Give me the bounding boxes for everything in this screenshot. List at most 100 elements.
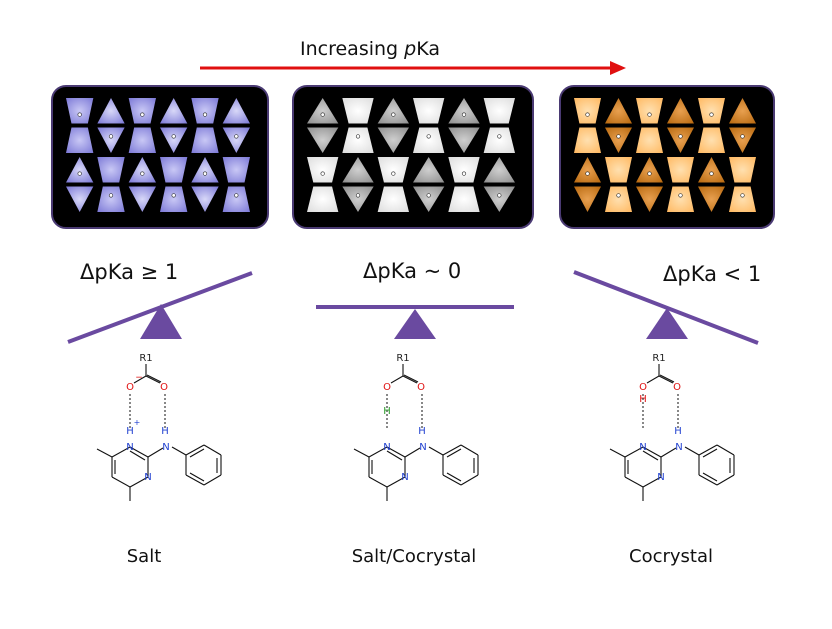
lattice-trapezoid [605,157,632,183]
lattice-dot [678,134,683,139]
lattice-triangle [574,157,601,183]
bond [146,374,162,383]
lattice-triangle [605,98,632,124]
lattice-trapezoid [222,186,250,212]
bond [658,375,674,384]
bond [111,446,131,458]
delta-pka-salt-cocrystal: ΔpKa ~ 0 [363,259,462,283]
lattice-trapezoid [729,186,756,212]
seesaw-salt [67,271,253,344]
lattice-dot [461,112,467,117]
bond [353,448,370,458]
bond [716,444,735,456]
amine-hydrogen: H [674,426,682,437]
bond [111,476,131,488]
lattice-trapezoid [605,186,632,212]
bond [624,476,644,488]
lattice-triangle [448,127,480,153]
oxygen-right: O [673,382,681,393]
pyrimidine-n3: N [657,472,664,483]
bond [129,450,146,461]
bond [386,446,406,458]
lattice-dot [202,112,208,117]
pyrimidine-n1: N [639,442,646,453]
n-hydrogen: H [126,426,134,437]
bond [189,472,205,482]
lattice-dot [426,193,431,198]
lattice-triangle [729,98,756,124]
bond [460,444,479,456]
lattice-dot [355,193,361,198]
lattice-dot [234,193,239,198]
bond [203,444,222,456]
bond [702,448,718,458]
lattice-trapezoid [636,98,663,124]
lattice-trapezoid [483,127,515,153]
oxygen-right: O [160,382,168,393]
lattice-dot [647,171,652,176]
case-label-cocrystal: Cocrystal [629,546,713,567]
bond [129,476,149,488]
lattice-dot [497,134,502,139]
lattice-triangle [605,127,632,153]
lattice-triangle [698,157,725,183]
bond [386,450,403,461]
lattice-trapezoid [448,157,480,183]
lattice-trapezoid [729,157,756,183]
bond [698,444,718,456]
bond [368,476,388,488]
lattice-trapezoid [667,157,694,183]
bond [404,447,421,458]
bond [702,472,718,482]
lattice-dot [740,193,745,198]
lattice-trapezoid [307,157,339,183]
lattice-triangle [377,98,409,124]
bond [402,375,418,384]
lattice-triangle [377,127,409,153]
lattice-dot [709,112,714,117]
lattice-dot [709,171,714,176]
amine-nitrogen: N [162,442,169,453]
lattice-triangle [160,127,188,153]
case-label-salt: Salt [126,546,162,567]
lattice-trapezoid [574,127,601,153]
bond [659,374,675,383]
lattice-dot [740,134,745,139]
lattice-triangle [128,157,156,183]
bond [442,444,462,456]
lattice-dot [108,134,114,139]
lattice-triangle [191,186,219,212]
lattice-dot [585,171,590,176]
salt-cocrystal-crystal-panel [292,85,534,229]
lattice-triangle [483,157,515,183]
bond [642,450,659,461]
bond [133,375,147,384]
lattice-trapezoid [191,127,219,153]
bond [446,472,462,482]
bond [96,448,113,458]
lattice-dot [77,171,82,176]
lattice-trapezoid [448,186,480,212]
bond [147,447,164,458]
bond [185,474,205,486]
lattice-trapezoid [483,98,515,124]
salt-crystal-panel [51,85,269,229]
lattice-trapezoid [698,98,725,124]
bond [171,446,187,456]
lattice-dot [647,112,652,117]
lattice-triangle [448,98,480,124]
lattice-dot [171,193,176,198]
bond [642,446,662,458]
r1-label: R1 [139,353,152,364]
increasing-pka-arrow [200,61,626,75]
lattice-trapezoid [667,186,694,212]
lattice-dot [616,134,621,139]
bond [684,446,700,456]
bond [129,446,149,458]
lattice-dot [355,134,361,139]
lattice-trapezoid [160,157,188,183]
lattice-trapezoid [97,186,125,212]
lattice-triangle [413,157,445,183]
lattice-trapezoid [377,157,409,183]
